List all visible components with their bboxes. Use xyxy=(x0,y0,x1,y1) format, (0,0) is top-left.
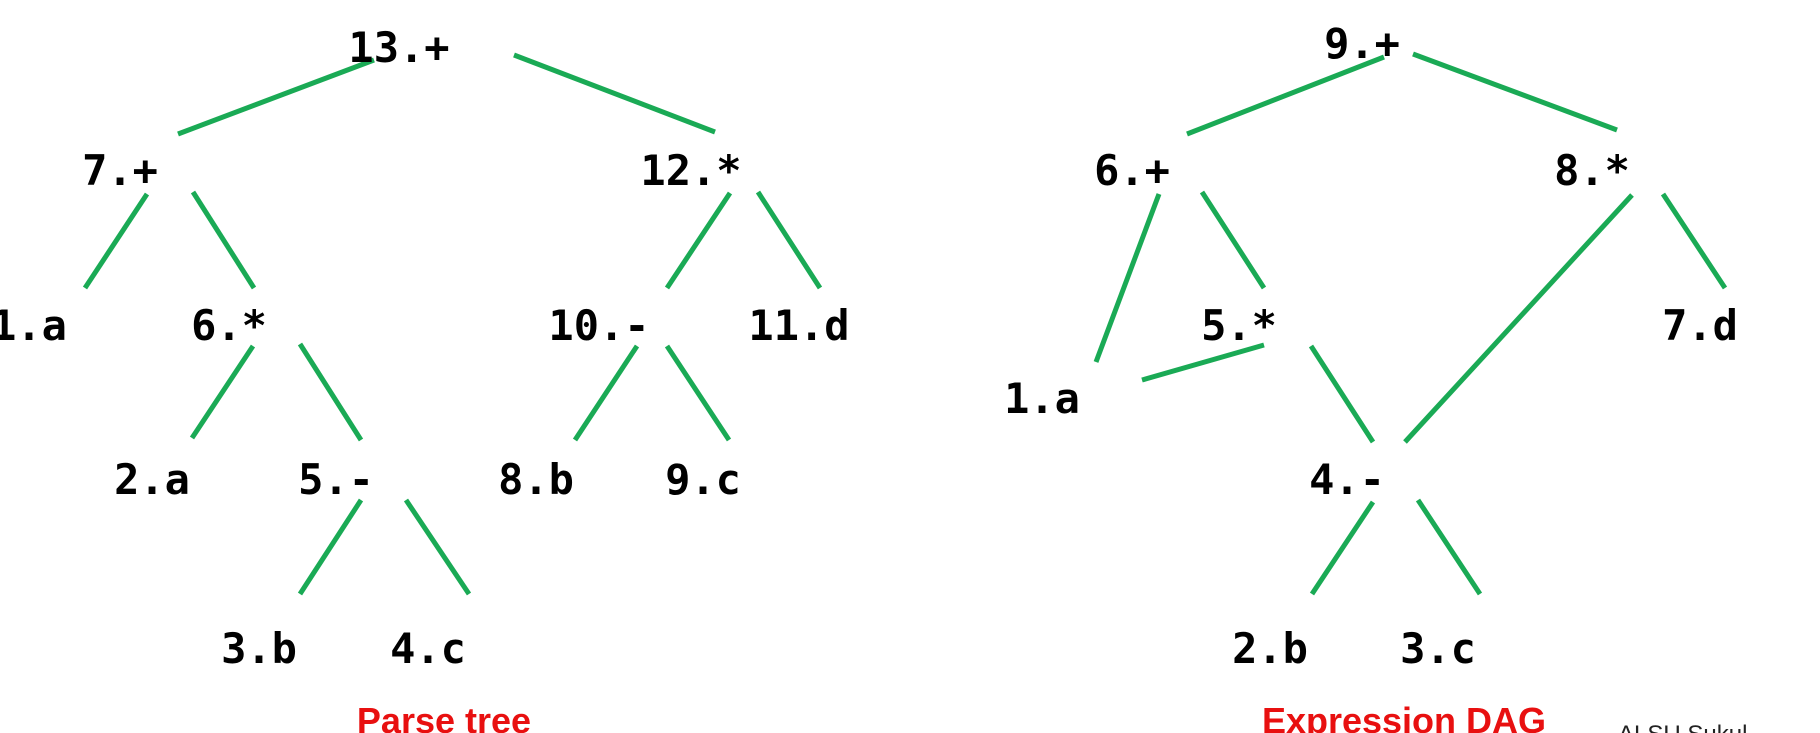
dag-node-2: 2.b xyxy=(1232,624,1308,673)
pt-node-12: 12.* xyxy=(640,146,741,195)
parse-tree-edges xyxy=(82,52,823,596)
edge-8-7 xyxy=(1660,192,1728,290)
edge-6-2 xyxy=(189,344,256,440)
pt-node-6: 6.* xyxy=(191,301,267,350)
edge-4-2 xyxy=(1309,500,1376,596)
pt-node-10: 10.- xyxy=(548,301,649,350)
dag-node-5: 5.* xyxy=(1201,301,1277,350)
edge-5-4 xyxy=(403,498,472,596)
edge-9-6 xyxy=(1186,54,1385,137)
pt-node-1: 1.a xyxy=(0,301,67,350)
dag-node-4: 4.- xyxy=(1309,455,1385,504)
edge-5-4 xyxy=(1308,344,1376,444)
edge-5-3 xyxy=(297,498,364,596)
edge-6-5 xyxy=(297,342,364,442)
parse-tree-nodes: 13.+ 7.+ 12.* 1.a 6.* 10.- 11.d 2.a 5.- … xyxy=(0,23,850,673)
dag-nodes: 9.+ 6.+ 8.* 5.* 7.d 1.a 4.- 2.b 3.c xyxy=(1004,19,1738,673)
edge-12-11 xyxy=(755,190,823,290)
parse-tree-caption: Parse tree xyxy=(357,700,531,733)
dag-node-8: 8.* xyxy=(1554,146,1630,195)
pt-node-4: 4.c xyxy=(390,624,466,673)
dag-node-1: 1.a xyxy=(1004,374,1080,423)
pt-node-3: 3.b xyxy=(221,624,297,673)
edge-13-12 xyxy=(513,52,716,135)
edge-4-3 xyxy=(1415,498,1483,596)
pt-node-13: 13.+ xyxy=(348,23,449,72)
edge-7-6 xyxy=(190,190,257,290)
edge-7-1 xyxy=(82,192,150,290)
dag-node-7: 7.d xyxy=(1662,301,1738,350)
edge-9-8 xyxy=(1412,51,1618,133)
pt-node-2: 2.a xyxy=(114,455,190,504)
edge-10-9 xyxy=(664,344,732,442)
pt-node-8: 8.b xyxy=(498,455,574,504)
edge-10-8 xyxy=(572,344,640,442)
dag-node-6: 6.+ xyxy=(1094,146,1170,195)
edge-8-4 xyxy=(1403,193,1634,444)
dag-node-3: 3.c xyxy=(1400,624,1476,673)
edge-5-1 xyxy=(1141,342,1265,383)
pt-node-9: 9.c xyxy=(665,455,741,504)
pt-node-7: 7.+ xyxy=(82,146,158,195)
pt-node-11: 11.d xyxy=(748,301,849,350)
dag-node-9: 9.+ xyxy=(1324,19,1400,68)
footer-credit: ALSU Sukul xyxy=(1618,721,1747,733)
edge-13-7 xyxy=(177,57,375,137)
expression-dag-caption: Expression DAG xyxy=(1262,700,1546,733)
pt-node-5: 5.- xyxy=(298,455,374,504)
edge-12-10 xyxy=(664,191,733,290)
edge-6-5 xyxy=(1199,190,1267,290)
edge-6-1 xyxy=(1093,193,1162,363)
dag-edges xyxy=(1093,51,1728,596)
